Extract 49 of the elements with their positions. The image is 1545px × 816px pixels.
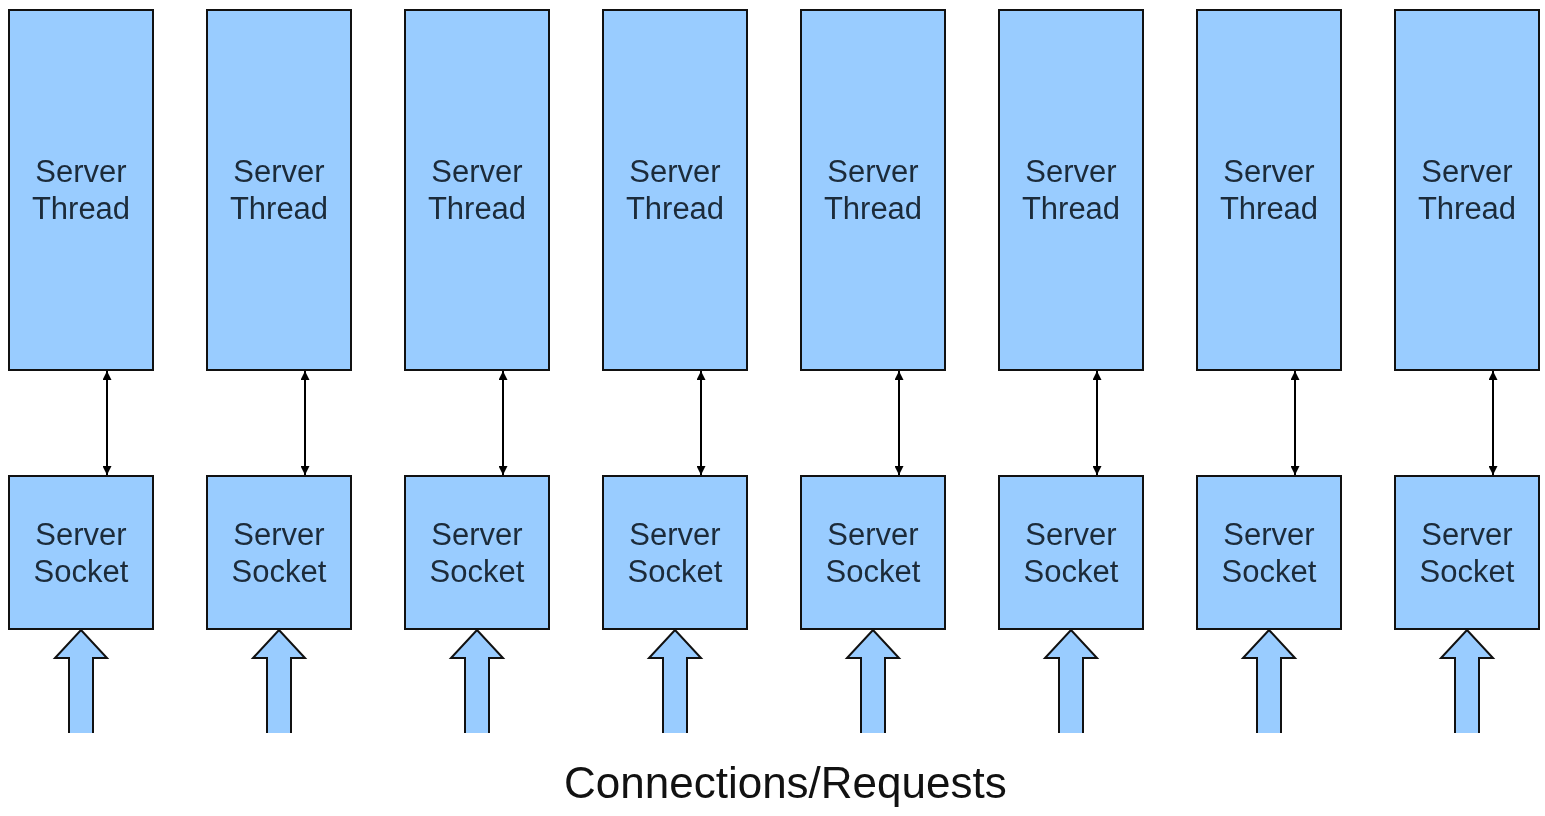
socket-box	[404, 475, 550, 630]
socket-box	[998, 475, 1144, 630]
box-label: Server Socket	[825, 515, 921, 590]
thread-box	[1394, 9, 1540, 371]
caption-text: Connections/Requests	[564, 758, 1007, 808]
box-label: Server Thread	[1219, 153, 1319, 227]
double-arrow	[498, 370, 508, 476]
box-label: Server Thread	[31, 153, 131, 227]
box-label: Server Thread	[427, 153, 527, 227]
socket-box	[800, 475, 946, 630]
double-arrow	[1488, 370, 1498, 476]
block-arrow	[250, 628, 308, 734]
box-label: Server Socket	[33, 515, 129, 590]
thread-box	[800, 9, 946, 371]
double-arrow	[1290, 370, 1300, 476]
block-arrow	[844, 628, 902, 734]
box-label: Server Socket	[231, 515, 327, 590]
block-arrow	[1240, 628, 1298, 734]
thread-box	[602, 9, 748, 371]
socket-box	[1196, 475, 1342, 630]
box-label: Server Thread	[1417, 153, 1517, 227]
box-label: Server Socket	[1419, 515, 1515, 590]
block-arrow	[52, 628, 110, 734]
thread-box	[8, 9, 154, 371]
double-arrow	[696, 370, 706, 476]
block-arrow	[448, 628, 506, 734]
thread-box	[998, 9, 1144, 371]
box-label: Server Thread	[1021, 153, 1121, 227]
thread-box	[404, 9, 550, 371]
socket-box	[206, 475, 352, 630]
block-arrow	[1438, 628, 1496, 734]
box-label: Server Thread	[229, 153, 329, 227]
thread-box	[206, 9, 352, 371]
double-arrow	[102, 370, 112, 476]
double-arrow	[1092, 370, 1102, 476]
block-arrow	[646, 628, 704, 734]
double-arrow	[894, 370, 904, 476]
box-label: Server Socket	[1221, 515, 1317, 590]
box-label: Server Thread	[625, 153, 725, 227]
box-label: Server Socket	[627, 515, 723, 590]
socket-box	[1394, 475, 1540, 630]
block-arrow	[1042, 628, 1100, 734]
double-arrow	[300, 370, 310, 476]
socket-box	[602, 475, 748, 630]
box-label: Server Thread	[823, 153, 923, 227]
thread-box	[1196, 9, 1342, 371]
box-label: Server Socket	[429, 515, 525, 590]
box-label: Server Socket	[1023, 515, 1119, 590]
socket-box	[8, 475, 154, 630]
